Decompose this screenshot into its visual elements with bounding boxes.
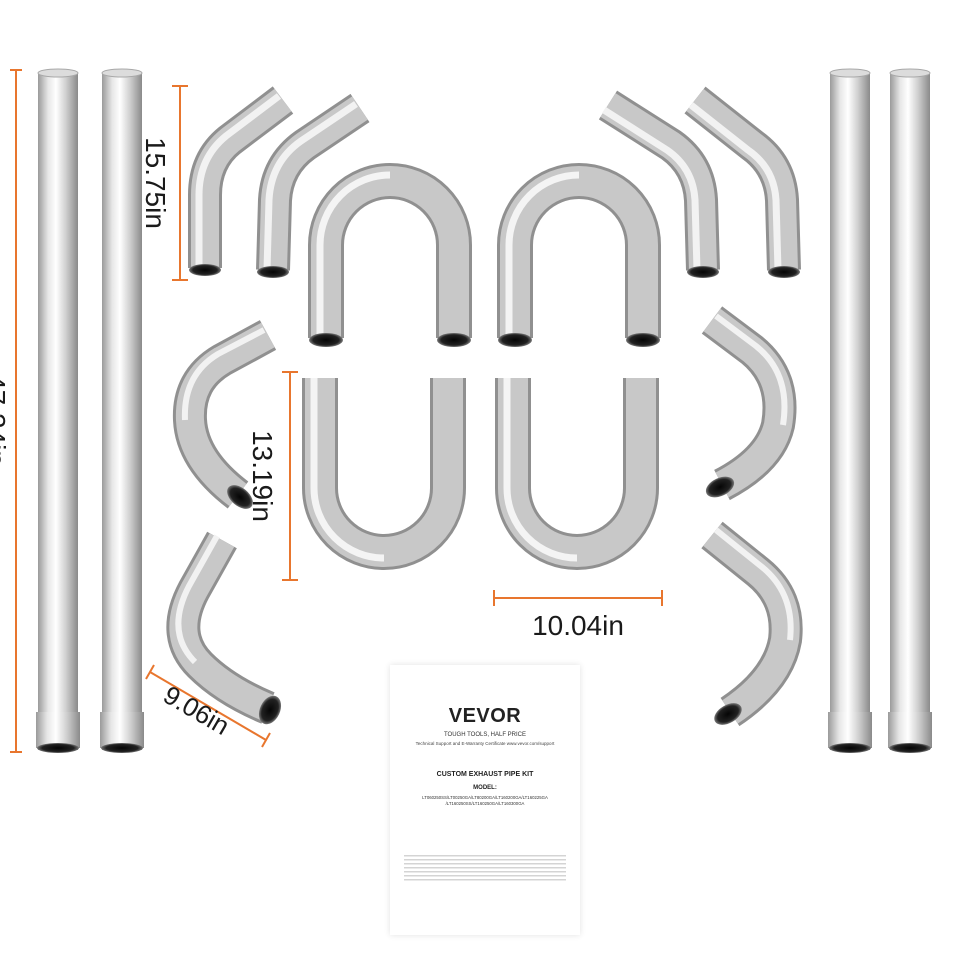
model-line-1: LT060250SS/LT00250GA/LT80200GA/LT160200G…	[422, 795, 548, 800]
model-line-2: /LT160250SS/LT160250GA/LT160300GA	[445, 801, 525, 806]
u-bend-top-left	[308, 163, 472, 347]
bend-90-low-right	[701, 521, 803, 727]
support-line: Technical Support and E-Warranty Certifi…	[415, 741, 555, 746]
model-heading: MODEL:	[473, 785, 497, 791]
bend-45-top-2	[256, 93, 370, 278]
dimension-line-bend-45	[172, 85, 188, 281]
u-bend-bottom-right	[495, 378, 659, 570]
bend-45-top-3	[598, 90, 720, 278]
dimension-label-long: 47.24in	[0, 374, 11, 466]
brand-logo: VEVOR	[448, 705, 522, 727]
dimension-line-bend-90-vertical	[282, 371, 298, 581]
bend-45-top-1	[188, 86, 294, 276]
dimension-line-u-bend-width	[493, 590, 663, 606]
bend-90-low-left	[166, 531, 282, 725]
bend-45-top-4	[684, 86, 801, 278]
straight-pipe-right-2	[888, 68, 932, 753]
brand-tagline: TOUGH TOOLS, HALF PRICE	[443, 732, 527, 738]
bend-90-mid-left	[172, 320, 277, 509]
u-bend-top-right	[497, 163, 661, 347]
dimension-line-long	[10, 69, 22, 753]
instruction-manual: VEVOR TOUGH TOOLS, HALF PRICE Technical …	[390, 665, 580, 935]
u-bend-bottom-left	[302, 378, 466, 570]
dimension-label-bend-90-vertical: 13.19in	[247, 430, 278, 522]
dimension-label-u-bend-width: 10.04in	[532, 610, 624, 641]
manual-title: CUSTOM EXHAUST PIPE KIT	[436, 771, 534, 778]
dimension-line-bend-90-short	[145, 664, 271, 748]
straight-pipe-left-1	[36, 68, 80, 753]
straight-pipe-right-1	[828, 68, 872, 753]
bend-90-mid-right	[701, 306, 797, 501]
straight-pipe-left-2	[100, 68, 144, 753]
dimension-label-bend-45: 15.75in	[140, 137, 171, 229]
fine-print-block	[404, 855, 566, 881]
